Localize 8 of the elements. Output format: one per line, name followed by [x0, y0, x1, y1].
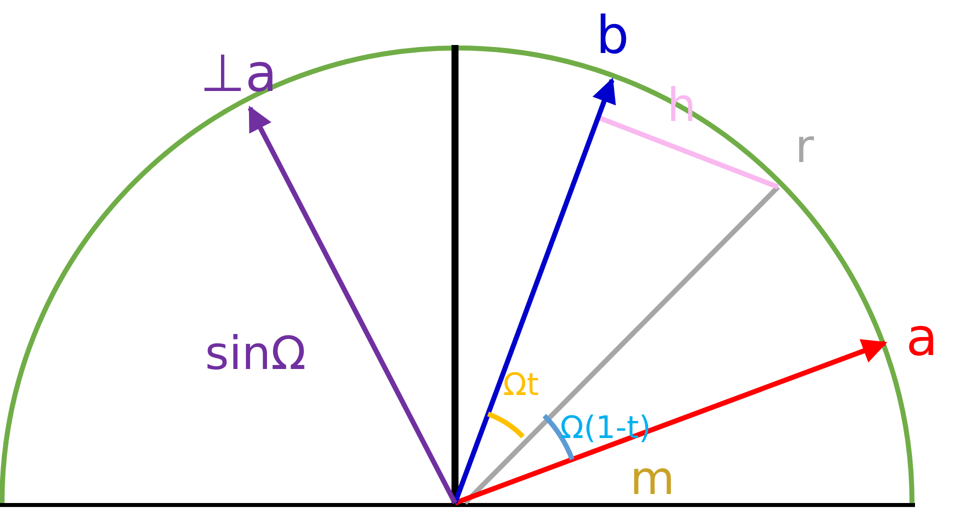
vector-label: ⊥a — [200, 48, 278, 100]
vector-label: b — [596, 10, 630, 62]
angle-label: Ω(1-t) — [560, 413, 651, 444]
length-label: sinΩ — [205, 330, 306, 376]
vector-label: a — [906, 312, 938, 364]
point-label: m — [630, 455, 675, 501]
vector-label: r — [795, 123, 814, 169]
angle-label: Ωt — [503, 370, 539, 401]
